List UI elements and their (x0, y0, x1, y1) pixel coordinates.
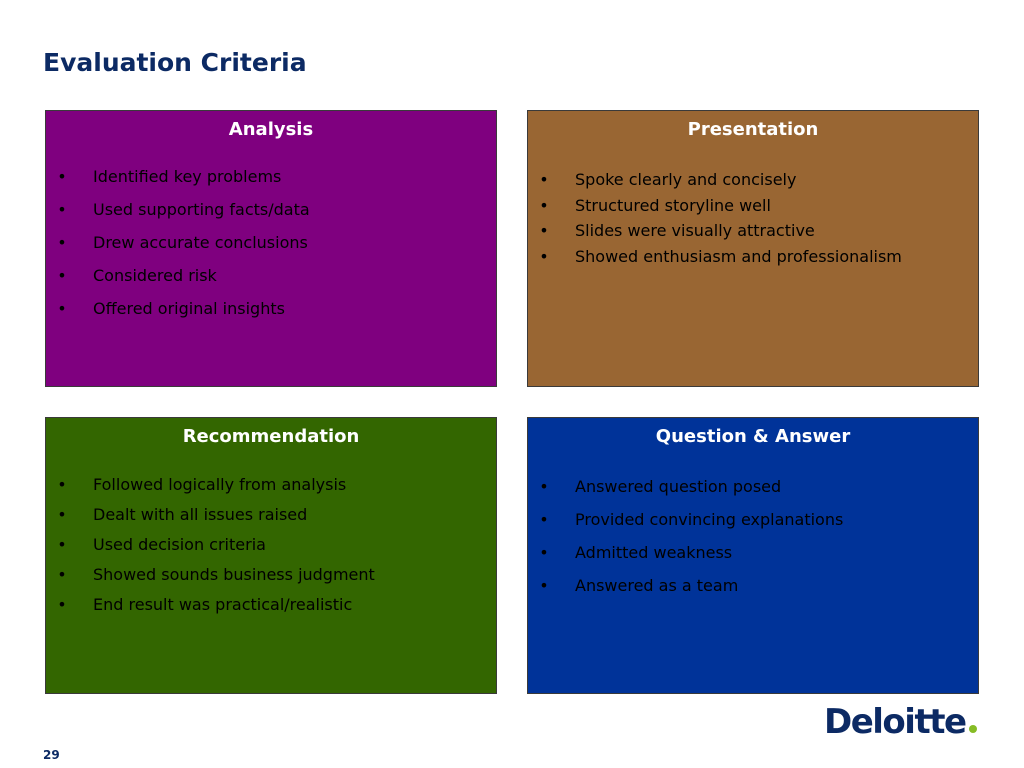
bullet-icon: • (57, 505, 67, 524)
bullet-icon: • (57, 595, 67, 614)
list-item-text: Drew accurate conclusions (93, 233, 308, 252)
list-item-text: End result was practical/realistic (93, 595, 353, 614)
bullet-icon: • (539, 477, 549, 496)
bullet-icon: • (57, 200, 67, 219)
bullet-icon: • (539, 510, 549, 529)
list-item: • Provided convincing explanations (527, 510, 979, 543)
bullet-icon: • (57, 475, 67, 494)
list-item-text: Followed logically from analysis (93, 475, 347, 494)
bullet-icon: • (57, 233, 67, 252)
analysis-box: Analysis (45, 110, 497, 387)
list-item-text: Admitted weakness (575, 543, 733, 562)
list-item: • Used supporting facts/data (45, 200, 497, 233)
list-item: • Offered original insights (45, 299, 497, 332)
bullet-icon: • (539, 221, 549, 240)
list-item-text: Dealt with all issues raised (93, 505, 308, 524)
list-item-text: Slides were visually attractive (575, 221, 815, 240)
deloitte-logo: Deloitte (824, 700, 977, 744)
recommendation-heading: Recommendation (182, 426, 360, 447)
bullet-icon: • (539, 576, 549, 595)
list-item-text: Used supporting facts/data (93, 200, 310, 219)
bullet-icon: • (57, 266, 67, 285)
list-item: • Spoke clearly and concisely (527, 170, 979, 196)
list-item-text: Structured storyline well (575, 195, 771, 215)
qa-box: Question & Answer (527, 417, 979, 694)
list-item-text: Spoke clearly and concisely (575, 170, 797, 189)
list-item: • Showed sounds business judgment (45, 565, 497, 595)
list-item: • Slides were visually attractive (527, 221, 979, 247)
page-number: 29 (43, 748, 60, 762)
bullet-icon: • (539, 246, 549, 266)
recommendation-box: Recommendation (45, 417, 497, 694)
bullet-icon: • (57, 299, 67, 318)
bullet-icon: • (57, 535, 67, 554)
bullet-icon: • (539, 543, 549, 562)
logo-dot-icon (968, 725, 977, 733)
list-item-text: Answered as a team (575, 576, 739, 595)
list-item-text: Showed sounds business judgment (93, 565, 375, 584)
bullet-icon: • (539, 195, 549, 215)
presentation-heading: Presentation (687, 119, 819, 140)
bullet-icon: • (57, 565, 67, 584)
list-item: • End result was practical/realistic (45, 595, 497, 625)
list-item-text: Used decision criteria (93, 535, 266, 554)
list-item-text: Offered original insights (93, 299, 285, 318)
list-item: • Followed logically from analysis (45, 475, 497, 505)
list-item-text: Identified key problems (93, 167, 282, 186)
list-item-text: Provided convincing explanations (575, 510, 844, 529)
list-item-text: Considered risk (93, 266, 217, 285)
list-item: • Answered question posed (527, 477, 979, 510)
page-title: Evaluation Criteria (43, 48, 307, 77)
list-item: • Structured storyline well (527, 196, 979, 222)
list-item: • Answered as a team (527, 576, 979, 609)
recommendation-list: • Followed logically from analysis • Dealt… (45, 475, 497, 625)
list-item: • Identified key problems (45, 167, 497, 200)
list-item-text: Answered question posed (575, 477, 782, 496)
list-item: • Admitted weakness (527, 543, 979, 576)
list-item: • Used decision criteria (45, 535, 497, 565)
list-item: • Considered risk (45, 266, 497, 299)
list-item: • Drew accurate conclusions (45, 233, 497, 266)
bullet-icon: • (539, 170, 549, 189)
presentation-list: • Spoke clearly and concisely • Structured… (527, 170, 979, 272)
analysis-heading: Analysis (228, 119, 314, 140)
list-item-text: Showed enthusiasm and professionalism (575, 246, 902, 266)
list-item: • Showed enthusiasm and professionalism (527, 247, 979, 273)
qa-list: • Answered question posed • Provided convi… (527, 477, 979, 609)
analysis-list: • Identified key problems • Used supportin… (45, 167, 497, 332)
logo-text: Deloitte (824, 702, 967, 742)
list-item: • Dealt with all issues raised (45, 505, 497, 535)
qa-heading: Question & Answer (655, 426, 851, 447)
bullet-icon: • (57, 167, 67, 186)
presentation-box: Presentation (527, 110, 979, 387)
